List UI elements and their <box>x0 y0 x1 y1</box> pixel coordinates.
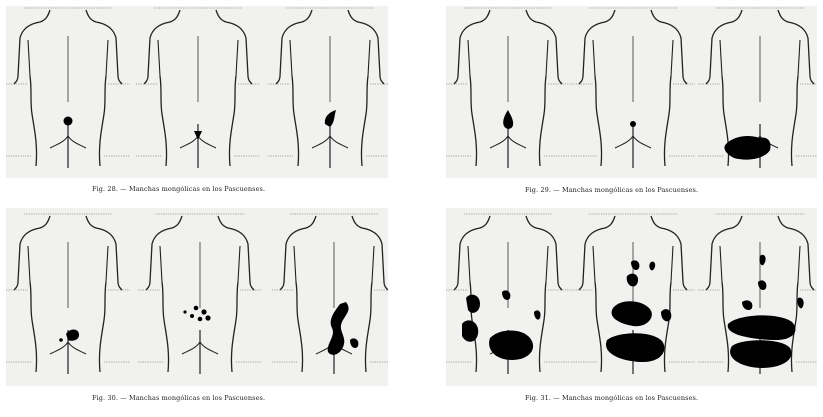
spot-31-1d <box>489 331 533 361</box>
spot-31-3d <box>728 315 796 340</box>
spot-30-3b <box>350 338 358 348</box>
spot-30-2c <box>190 314 194 318</box>
spot-31-3f <box>797 298 803 309</box>
figure-30-panel <box>6 208 388 386</box>
torso-31-1 <box>446 214 570 374</box>
spot-28-1 <box>64 117 73 126</box>
figure-30-caption: Fig. 30. — Manchas mongólicas en los Pas… <box>92 394 265 402</box>
spot-29-3 <box>724 136 770 160</box>
torso-31-2 <box>571 214 695 374</box>
figure-28-caption: Fig. 28. — Manchas mongólicas en los Pas… <box>92 185 265 193</box>
figure-29-drawing <box>446 6 817 178</box>
spot-30-1b <box>59 338 63 342</box>
torso-29-3 <box>698 8 817 168</box>
figure-28-drawing <box>6 6 388 178</box>
spot-30-2d <box>205 315 210 320</box>
spot-30-2f <box>183 310 186 313</box>
torso-29-1 <box>446 8 570 168</box>
spot-31-3c <box>742 300 752 310</box>
figure-30-drawing <box>6 208 388 386</box>
torso-28-3 <box>268 8 388 168</box>
spot-28-3 <box>325 110 336 127</box>
spot-31-2b <box>649 262 655 271</box>
figure-29-caption: Fig. 29. — Manchas mongólicas en los Pas… <box>525 186 698 194</box>
figure-28-panel <box>6 6 388 178</box>
spot-31-1c <box>462 320 478 341</box>
torso-31-3 <box>698 214 817 374</box>
spot-30-2e <box>198 317 203 322</box>
figure-31-caption: Fig. 31. — Manchas mongólicas en los Pas… <box>525 394 698 402</box>
torso-30-1 <box>6 214 130 374</box>
torso-28-1 <box>6 8 130 168</box>
spot-31-2a <box>631 260 639 270</box>
torso-30-2 <box>138 214 262 374</box>
spot-31-1a <box>466 295 480 313</box>
torso-28-2 <box>136 8 260 168</box>
figure-29-panel <box>446 6 817 178</box>
torso-29-2 <box>571 8 695 168</box>
spot-29-1 <box>503 110 513 129</box>
spot-31-3e <box>730 340 791 368</box>
spot-29-2 <box>630 121 636 127</box>
figure-31-panel <box>446 208 817 386</box>
spot-31-2d <box>612 301 652 326</box>
spot-31-1e <box>534 310 541 319</box>
torso-30-3 <box>272 214 388 374</box>
spot-30-3 <box>328 302 349 355</box>
spot-31-2e <box>606 333 664 362</box>
spot-30-2a <box>194 306 199 311</box>
spot-31-2c <box>627 274 638 287</box>
spot-31-1b <box>502 290 510 300</box>
spot-31-3b <box>758 280 766 290</box>
figure-31-drawing <box>446 208 817 386</box>
spot-30-2b <box>201 309 206 314</box>
